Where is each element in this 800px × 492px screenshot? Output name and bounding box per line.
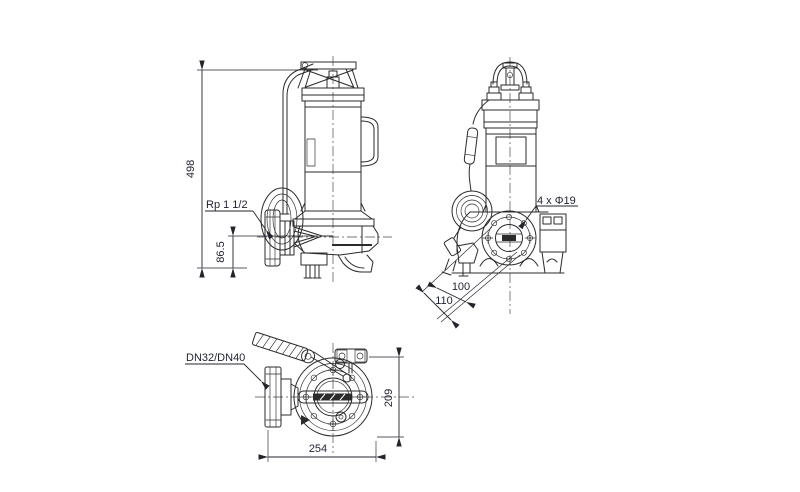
top-bolt-b	[335, 411, 347, 423]
cable-upper	[472, 99, 490, 125]
flange-bolt-holes	[482, 214, 536, 262]
volute-front-outline	[456, 211, 549, 253]
base-feet-side	[300, 252, 374, 279]
volute-side	[292, 218, 379, 256]
nameplate-front	[495, 136, 527, 165]
volute-top-outer	[293, 357, 373, 437]
discharge-hub	[279, 220, 295, 256]
handle-top	[334, 348, 368, 374]
dim-overall-width: 254	[309, 443, 327, 455]
carry-handle	[360, 116, 379, 167]
cable-to-plug	[453, 226, 462, 239]
label-flange-group: DN32/DN40	[185, 352, 270, 390]
plug-pins	[441, 258, 457, 276]
cable-coil-front	[451, 190, 493, 232]
dim-overall-height-group: 498	[185, 60, 318, 278]
top-bolt-a	[335, 359, 345, 369]
cable-arc	[492, 61, 528, 85]
label-flange-size: DN32/DN40	[186, 352, 245, 364]
dim-bolt-circle-inner: 100	[452, 281, 470, 293]
base-feet-front	[451, 258, 565, 274]
right-foot-front	[541, 251, 564, 274]
flange-bore	[495, 224, 523, 252]
flange-face-outer	[481, 210, 537, 266]
label-thread: Rp 1 1/2	[206, 199, 248, 211]
motor-body-front	[482, 127, 540, 213]
bore-hatch	[502, 235, 516, 241]
label-bolt-holes: 4 x Φ19	[537, 195, 576, 207]
power-plug	[443, 237, 462, 257]
label-bolt-holes-group: 4 x Φ19	[518, 195, 578, 230]
left-foot-front	[456, 242, 479, 277]
flange-top-detail	[265, 366, 282, 428]
cable-gland-right	[518, 81, 534, 101]
bore-slot	[495, 233, 523, 243]
shackle-hole	[301, 62, 309, 69]
motor-cap-front	[481, 99, 540, 129]
rotation-mark	[301, 415, 310, 425]
side-bracket-front	[539, 213, 567, 253]
label-thread-group: Rp 1 1/2	[205, 199, 274, 240]
rod-end-pivot	[342, 373, 352, 383]
guide-tube	[280, 63, 315, 215]
flange-neck-top	[280, 378, 299, 416]
top-bolt-b-inner	[338, 414, 344, 420]
dim-overall-depth: 209	[383, 389, 395, 407]
lever-rod	[310, 351, 348, 377]
nameplate-side	[306, 138, 316, 167]
dim-discharge-height: 86.5	[215, 241, 227, 262]
bracket-hole	[507, 72, 513, 78]
side-view	[257, 56, 392, 284]
lifting-bracket	[297, 61, 359, 89]
volute-top-inner	[299, 363, 367, 431]
float-lever	[252, 332, 316, 364]
dim-bolt-circle-outer: 110	[435, 295, 453, 307]
suction-cone	[293, 226, 334, 248]
seal-housing	[294, 210, 373, 220]
top-slot-hatch-lines	[319, 393, 346, 401]
cable-connector	[463, 127, 479, 165]
motor-top-cap	[301, 87, 365, 102]
dim-bolt-spacing-group: 100 110	[415, 226, 521, 329]
top-view	[252, 332, 417, 453]
dim-overall-width-group: 254	[258, 430, 386, 462]
cable-lower	[468, 163, 472, 192]
cable-gland-left	[486, 81, 502, 101]
front-view	[441, 57, 567, 314]
dim-overall-depth-group: 209	[369, 347, 404, 447]
dim-overall-height: 498	[185, 160, 197, 178]
